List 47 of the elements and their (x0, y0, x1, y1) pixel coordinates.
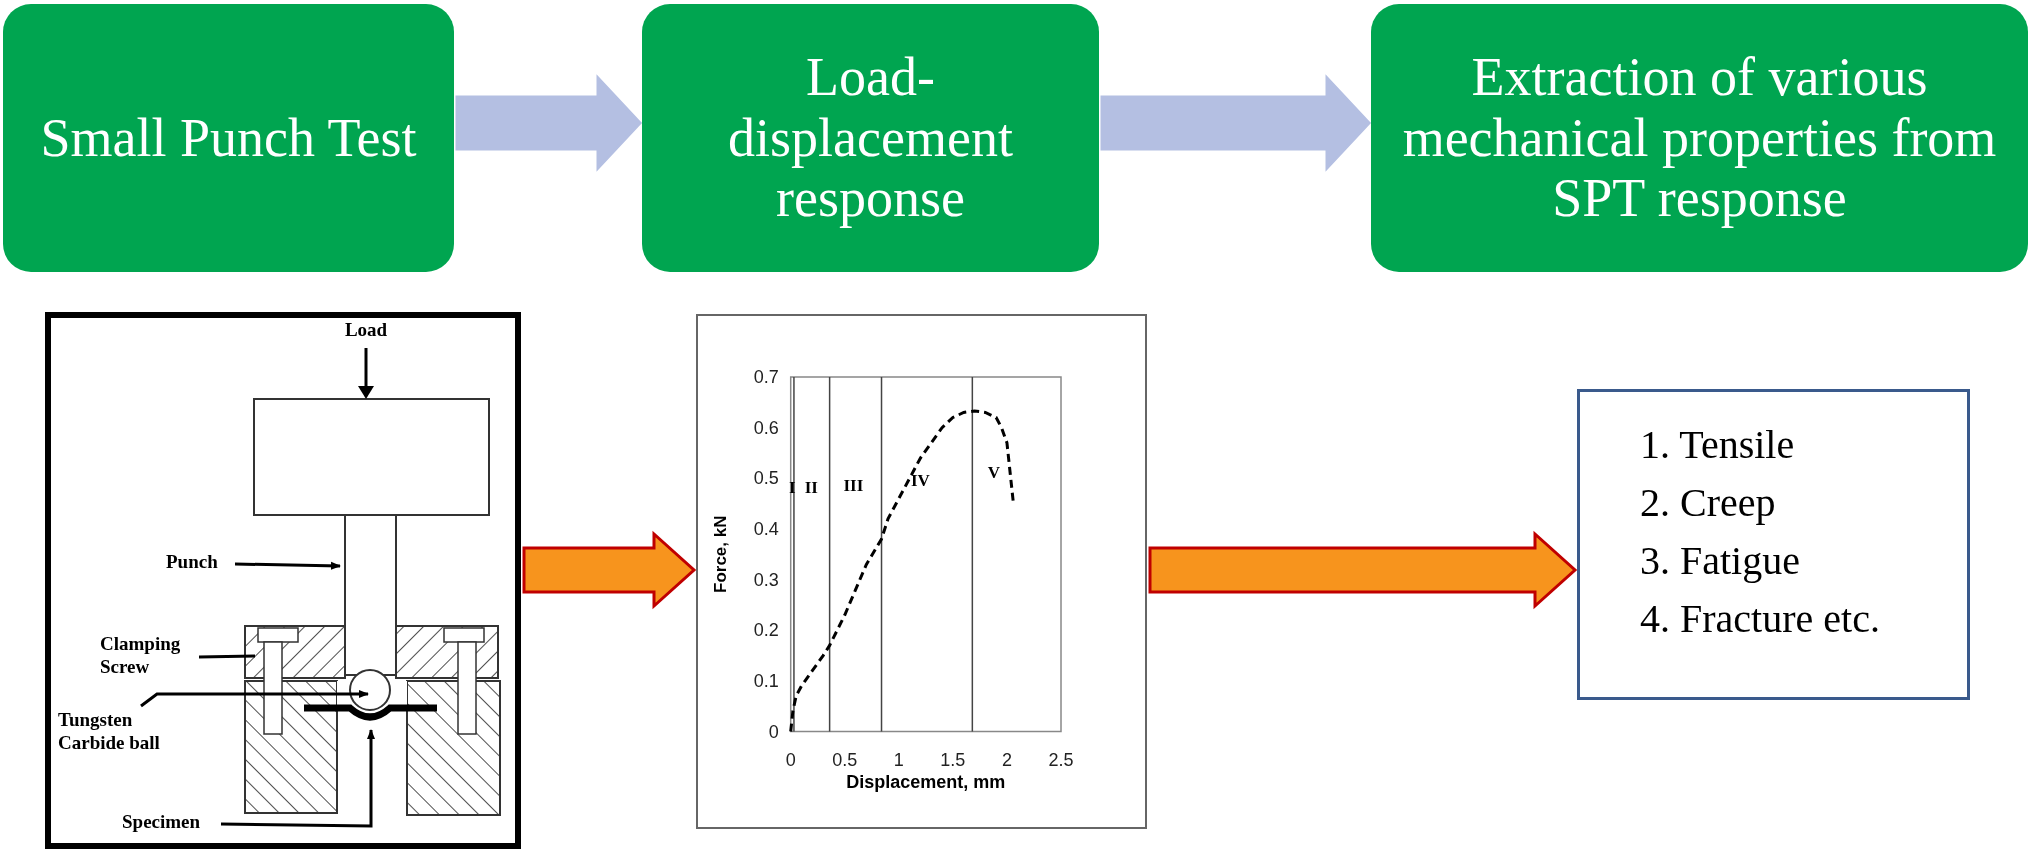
leader-line (140, 690, 369, 708)
tick-label: 0.1 (753, 670, 779, 691)
tick-label: 0.5 (832, 749, 858, 770)
region-label: II (804, 478, 818, 498)
step-text: Load-displacement response (727, 47, 1014, 229)
drawing-frame (45, 312, 521, 849)
tick-label: 2 (1001, 749, 1012, 770)
process-box (642, 4, 1099, 272)
tick-label: 0.5 (753, 468, 779, 489)
process-box (1371, 4, 2028, 272)
axis-title: Displacement, mm (846, 771, 1006, 792)
step-text: Small Punch Test (40, 107, 417, 169)
leader-line (220, 729, 375, 828)
region-label: IV (911, 470, 930, 490)
tick-label: 1.5 (940, 749, 966, 770)
tick-label: 1 (893, 749, 904, 770)
list-item: 3. Fatigue (1640, 537, 1800, 585)
part-label: Clamping Screw (100, 632, 196, 682)
block-arrow (455, 74, 643, 172)
part-label: Punch (166, 550, 232, 578)
tick-label: 0 (768, 721, 779, 742)
result-box (1577, 389, 1970, 700)
force-label: Load (344, 319, 388, 340)
chart-frame (696, 314, 1147, 829)
tick-label: 0.6 (753, 417, 779, 438)
region-label: V (987, 463, 1001, 483)
region-label: I (789, 478, 796, 498)
part-label: Specimen (122, 810, 218, 838)
axis-title: Force, kN (711, 515, 730, 593)
block-arrow (1148, 530, 1578, 610)
step-text: Extraction of various mechanical properties from SPT response (1401, 47, 1998, 229)
tick-label: 0.4 (753, 518, 779, 539)
tick-label: 0.3 (753, 569, 779, 590)
block-arrow (522, 530, 697, 610)
region-label: III (843, 475, 864, 495)
tick-label: 0.2 (753, 620, 779, 641)
leader-line (234, 561, 341, 570)
block-arrow (1100, 74, 1372, 172)
tick-label: 0 (785, 749, 796, 770)
list-item: 1. Tensile (1640, 421, 1795, 469)
leader-line (198, 654, 256, 659)
tick-label: 2.5 (1048, 749, 1074, 770)
list-item: 2. Creep (1640, 479, 1776, 527)
tick-label: 0.7 (753, 367, 779, 387)
process-box (3, 4, 454, 272)
part-label: Tungsten Carbide ball (58, 708, 178, 758)
list-item: 4. Fracture etc. (1640, 595, 1880, 643)
